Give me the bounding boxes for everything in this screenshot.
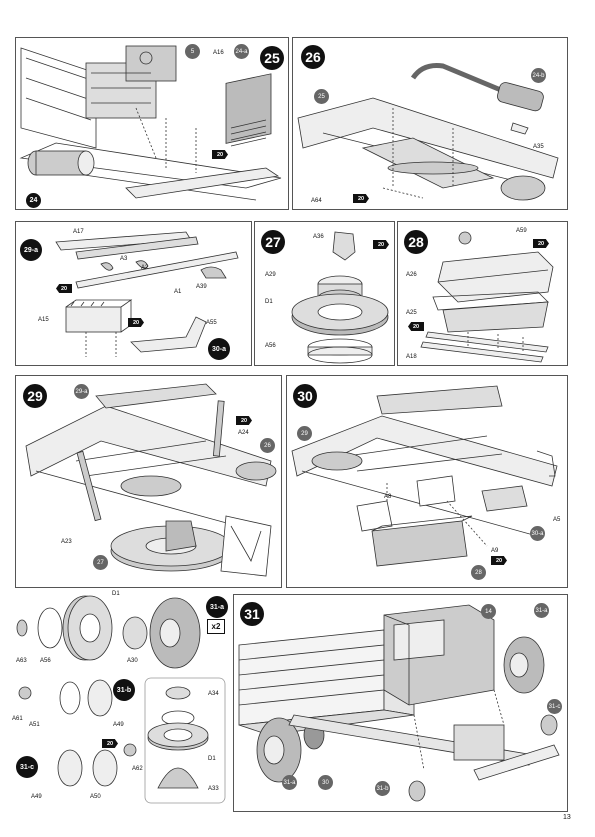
step-27-part-a36: A36 xyxy=(313,234,324,240)
step-31-ref-30: 30 xyxy=(318,775,333,790)
step-31c-glue-20: 20 xyxy=(102,739,118,748)
step-30-part-a5: A5 xyxy=(553,517,561,523)
step-29a-part-a2: A2 xyxy=(141,265,149,271)
step-31c-number: 31-c xyxy=(16,756,38,778)
step-30-chassis-illustration xyxy=(291,385,558,567)
step-30a-part-a15: A15 xyxy=(38,317,49,323)
step-30-number: 30 xyxy=(293,384,317,408)
step-30a-part-a55: A55 xyxy=(206,320,217,326)
step-29a-glue-20: 20 xyxy=(56,284,72,293)
step-28-part-a18: A18 xyxy=(406,354,417,360)
step-31-ref-31a-top: 31-a xyxy=(534,603,549,618)
step-28-number: 28 xyxy=(404,230,428,254)
step-31c-part-a49: A49 xyxy=(31,794,42,800)
step-29-glue-20: 20 xyxy=(236,416,252,425)
step-30-ref-28: 28 xyxy=(471,565,486,580)
step-31a-multiplier: x2 xyxy=(207,619,225,634)
step-27-part-d1: D1 xyxy=(265,299,273,305)
step-25-chassis-engine-illustration xyxy=(19,45,282,201)
step-30-part-a9: A9 xyxy=(491,548,499,554)
step-31b-part-a61: A61 xyxy=(12,716,23,722)
step-25-number: 25 xyxy=(260,46,284,70)
step-31c-part-a50: A50 xyxy=(90,794,101,800)
step-28-part-a26: A26 xyxy=(406,272,417,278)
step-27-part-a29: A29 xyxy=(265,272,276,278)
step-25-ref-engine: 5 xyxy=(185,44,200,59)
step-31-number: 31 xyxy=(240,602,264,626)
page-number: 13 xyxy=(563,814,571,821)
tire-detail-part-a33: A33 xyxy=(208,786,219,792)
step-29a-part-a1: A1 xyxy=(174,289,182,295)
step-26-sub-ref-24b: 24-b xyxy=(531,68,546,83)
step-26-glue-20: 20 xyxy=(353,194,369,203)
step-26-part-a35: A35 xyxy=(533,144,544,150)
step-30-ref-30a: 30-a xyxy=(530,526,545,541)
step-31-panel: 31 14 31-a 31-c 31-a 30 31-b xyxy=(233,594,568,812)
step-25-glue-20: 20 xyxy=(212,150,228,159)
step-30a-number: 30-a xyxy=(208,338,230,360)
step-28-glue-20: 20 xyxy=(533,239,549,248)
step-31-ref-31a-bottom: 31-a xyxy=(282,775,297,790)
step-26-number: 26 xyxy=(301,45,325,69)
step-29-part-a23: A23 xyxy=(61,539,72,545)
step-26-exhaust-illustration xyxy=(297,63,559,201)
step-31b-part-a51: A51 xyxy=(29,722,40,728)
wheel-assembly-illustration xyxy=(16,595,226,804)
step-31a-part-a56: A56 xyxy=(40,658,51,664)
step-30-glue-20: 20 xyxy=(491,556,507,565)
step-29-panel: 29 29-a 20 A24 26 A23 27 xyxy=(15,375,282,588)
step-31c-part-a62: A62 xyxy=(132,766,143,772)
wheel-steps-region: D1 31-a x2 A63 A56 A30 31-b A61 A51 A49 … xyxy=(10,588,230,810)
step-30-part-a8: A8 xyxy=(384,494,392,500)
step-29-ref-27: 27 xyxy=(93,555,108,570)
step-28-part-a25: A25 xyxy=(406,310,417,316)
step-31b-part-a49: A49 xyxy=(113,722,124,728)
step-30a-glue-20: 20 xyxy=(128,318,144,327)
step-25-part-a16: A16 xyxy=(213,50,224,56)
step-29a-part-a17: A17 xyxy=(73,229,84,235)
step-31-final-truck-illustration xyxy=(238,604,560,802)
step-27-panel: 27 A36 20 A29 D1 A56 xyxy=(254,221,395,366)
step-31-ref-31c: 31-c xyxy=(547,699,562,714)
step-26-ref-25: 25 xyxy=(314,89,329,104)
step-29-ref-29a: 29-a xyxy=(74,384,89,399)
step-31-ref-31b: 31-b xyxy=(375,781,390,796)
step-29a-30a-panel: 29-a A17 A3 A2 A39 A1 20 A15 A55 20 30-a xyxy=(15,221,252,366)
step-29a-number: 29-a xyxy=(20,239,42,261)
step-28-glue-20b: 20 xyxy=(408,322,424,331)
step-28-fuel-tank-illustration xyxy=(420,231,554,363)
step-25-panel: 25 5 24-a 24 A16 20 xyxy=(15,37,289,210)
step-27-glue-20: 20 xyxy=(373,240,389,249)
step-30-panel: 30 29 A8 30-a A5 A9 20 28 xyxy=(286,375,568,588)
step-26-panel: 26 25 24-b A35 A64 20 xyxy=(292,37,568,210)
step-27-number: 27 xyxy=(261,230,285,254)
step-28-panel: 28 A59 20 A26 A25 20 A18 xyxy=(397,221,568,366)
step-27-part-a56: A56 xyxy=(265,343,276,349)
step-29a-part-a39: A39 xyxy=(196,284,207,290)
step-29-number: 29 xyxy=(23,384,47,408)
step-31a-part-a63: A63 xyxy=(16,658,27,664)
step-31b-number: 31-b xyxy=(113,679,135,701)
step-31a-part-a30: A30 xyxy=(127,658,138,664)
step-28-part-a59: A59 xyxy=(516,228,527,234)
step-26-part-a64: A64 xyxy=(311,198,322,204)
step-31a-part-d1: D1 xyxy=(112,591,120,597)
step-29-chassis-illustration xyxy=(25,383,277,577)
step-27-spare-tire-illustration xyxy=(291,231,389,364)
step-29a-part-a3: A3 xyxy=(120,256,128,262)
step-31-ref-14: 14 xyxy=(481,604,496,619)
step-29a-frame-parts-illustration xyxy=(55,231,239,357)
step-31a-number: 31-a xyxy=(206,596,228,618)
step-29-ref-26: 26 xyxy=(260,438,275,453)
step-25-sub-ref-24a: 24-a xyxy=(234,44,249,59)
tire-detail-part-d1: D1 xyxy=(208,756,216,762)
step-30-ref-29: 29 xyxy=(297,426,312,441)
tire-detail-part-a34: A34 xyxy=(208,691,219,697)
step-25-ref-24: 24 xyxy=(26,193,41,208)
step-29-part-a24: A24 xyxy=(238,430,249,436)
